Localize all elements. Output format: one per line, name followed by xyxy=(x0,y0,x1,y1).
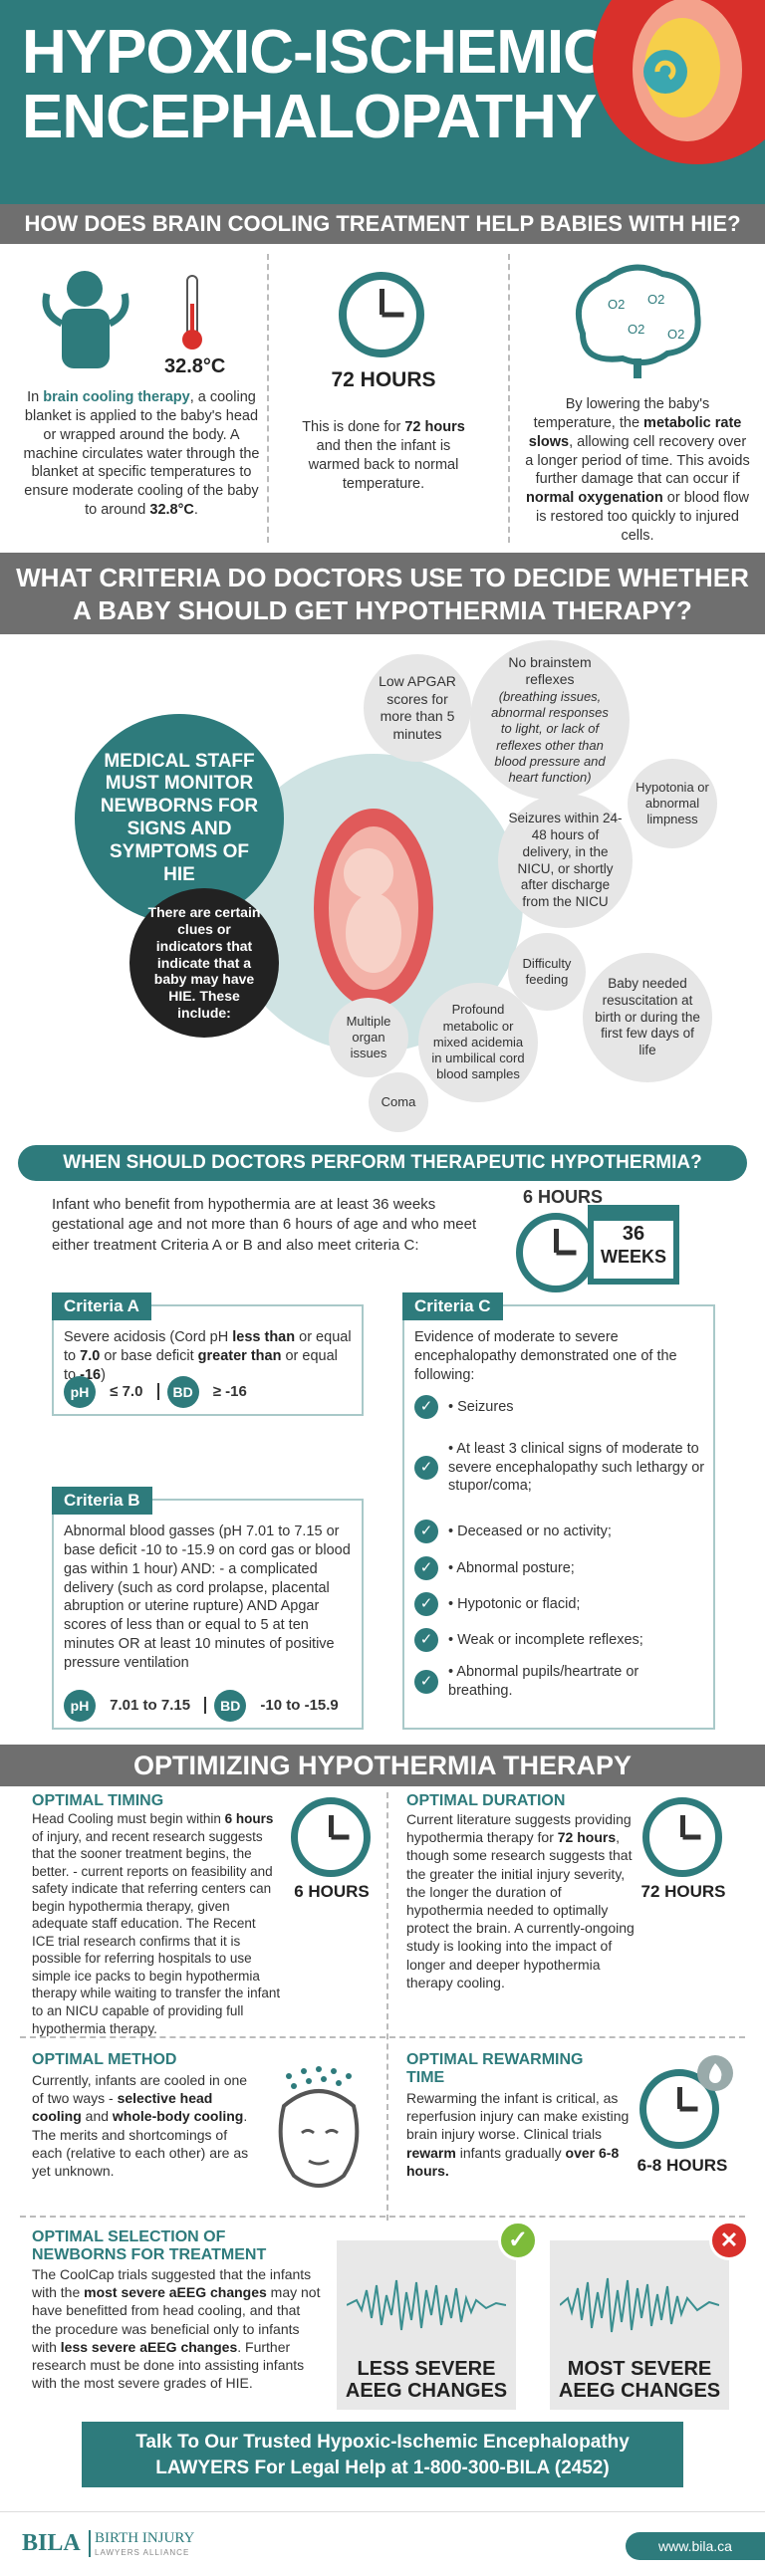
list-item: ✓• Weak or incomplete reflexes; xyxy=(414,1622,705,1658)
metabolism-description: By lowering the baby's temperature, the … xyxy=(525,396,750,544)
clock-icon xyxy=(339,272,424,357)
optimal-selection-text: The CoolCap trials suggested that the in… xyxy=(32,2266,321,2392)
cooling-description: In brain cooling therapy, a cooling blan… xyxy=(23,389,260,519)
symptom-metabolic-acidemia: Profound metabolic or mixed acidemia in … xyxy=(418,983,538,1102)
criteria-b-values: pH 7.01 to 7.15 BD -10 to -15.9 xyxy=(64,1690,339,1722)
logo-text: BIRTH INJURY xyxy=(95,2530,195,2546)
list-item: ✓• Hypotonic or flacid; xyxy=(414,1586,705,1622)
check-icon: ✓ xyxy=(414,1628,438,1652)
divider xyxy=(508,254,510,543)
brain-oxygen-icon: O2 O2 O2 O2 xyxy=(576,264,701,378)
page-title: HYPOXIC-ISCHEMIC ENCEPHALOPATHY xyxy=(22,18,608,152)
monitor-title: MEDICAL STAFF MUST MONITOR NEWBORNS FOR … xyxy=(75,714,284,923)
when-heading: WHEN SHOULD DOCTORS PERFORM THERAPEUTIC … xyxy=(18,1145,747,1181)
brain-cooling-section: 32.8°C In brain cooling therapy, a cooli… xyxy=(0,244,765,553)
symptom-seizures: Seizures within 24-48 hours of delivery,… xyxy=(498,794,633,928)
monitor-subtitle: There are certain clues or indicators th… xyxy=(129,888,279,1038)
check-icon: ✓ xyxy=(414,1592,438,1616)
duration-description: This is done for 72 hours and then the i… xyxy=(302,419,465,492)
brain-cooling-heading: HOW DOES BRAIN COOLING TREATMENT HELP BA… xyxy=(0,204,765,244)
criteria-a-title: Criteria A xyxy=(52,1292,151,1320)
six-hours-label: 6 HOURS xyxy=(523,1187,604,1207)
symptom-low-apgar: Low APGAR scores for more than 5 minutes xyxy=(364,654,471,762)
fetus-icon xyxy=(314,809,433,1008)
calendar-icon: 36 WEEKS xyxy=(588,1205,679,1285)
list-item: ✓• Seizures xyxy=(414,1391,705,1423)
clock-icon xyxy=(516,1213,596,1292)
svg-text:O2: O2 xyxy=(667,327,684,342)
check-icon: ✓ xyxy=(414,1556,438,1580)
check-icon: ✓ xyxy=(498,2221,538,2260)
flame-icon xyxy=(697,2055,733,2091)
optimal-method-heading: OPTIMAL METHOD xyxy=(32,2051,177,2068)
criteria-b-title: Criteria B xyxy=(52,1487,152,1515)
criteria-a-box: Severe acidosis (Cord pH less than or eq… xyxy=(52,1304,364,1416)
list-item: ✓• Deceased or no activity; xyxy=(414,1513,705,1550)
aeeg-wave-icon xyxy=(560,2277,719,2333)
optimal-timing-heading: OPTIMAL TIMING xyxy=(32,1792,164,1809)
when-intro: Infant who benefit from hypothermia are … xyxy=(52,1196,477,1254)
symptom-resuscitation: Baby needed resuscitation at birth or du… xyxy=(583,953,712,1082)
optimal-rewarming-text: Rewarming the infant is critical, as rep… xyxy=(406,2090,630,2179)
website-link[interactable]: www.bila.ca xyxy=(626,2532,765,2560)
criteria-heading: WHAT CRITERIA DO DOCTORS USE TO DECIDE W… xyxy=(0,553,765,634)
list-item: ✓• At least 3 clinical signs of moderate… xyxy=(414,1423,705,1513)
logo-subtext: LAWYERS ALLIANCE xyxy=(95,2548,190,2557)
footer: BILA BIRTH INJURY LAWYERS ALLIANCE www.b… xyxy=(0,2511,765,2576)
symptom-difficulty-feeding: Difficulty feeding xyxy=(508,933,586,1011)
clock-icon xyxy=(642,1797,722,1877)
check-icon: ✓ xyxy=(414,1456,438,1480)
divider xyxy=(20,2036,745,2038)
baby-cooling-blanket-icon xyxy=(42,271,129,368)
symptom-hypotonia: Hypotonia or abnormal limpness xyxy=(628,759,717,848)
svg-text:O2: O2 xyxy=(608,297,625,312)
symptoms-section: MEDICAL STAFF MUST MONITOR NEWBORNS FOR … xyxy=(0,634,765,1132)
header: HYPOXIC-ISCHEMIC ENCEPHALOPATHY xyxy=(0,0,765,204)
rewarm-clock-label: 6-8 HOURS xyxy=(637,2156,728,2175)
optimal-selection-heading: OPTIMAL SELECTION OF NEWBORNS FOR TREATM… xyxy=(32,2228,267,2264)
optimal-timing-text: Head Cooling must begin within 6 hours o… xyxy=(32,1811,281,2036)
divider xyxy=(267,254,269,543)
less-severe-aeeg-card: LESS SEVERE AEEG CHANGES xyxy=(337,2240,516,2410)
aeeg-wave-icon xyxy=(347,2279,506,2331)
contact-lawyers-banner[interactable]: Talk To Our Trusted Hypoxic-Ischemic Enc… xyxy=(82,2422,683,2487)
divider xyxy=(386,1792,388,2221)
symptom-no-brainstem-reflexes: No brainstem reflexes (breathing issues,… xyxy=(470,640,630,800)
svg-text:O2: O2 xyxy=(628,322,644,337)
clock-icon xyxy=(291,1797,371,1877)
thermometer-icon xyxy=(182,275,202,350)
head-cooling-icon xyxy=(278,2066,360,2188)
symptom-coma: Coma xyxy=(369,1072,428,1132)
symptom-multiple-organ-issues: Multiple organ issues xyxy=(329,998,408,1077)
optimal-method-text: Currently, infants are cooled in one of … xyxy=(32,2072,249,2179)
criteria-c-box: Evidence of moderate to severe encephalo… xyxy=(402,1304,715,1730)
hours-label: 72 HOURS xyxy=(331,368,436,391)
list-item: ✓• Abnormal posture; xyxy=(414,1550,705,1586)
svg-text:O2: O2 xyxy=(647,292,664,307)
check-icon: ✓ xyxy=(414,1395,438,1419)
divider xyxy=(20,2216,745,2218)
duration-clock-label: 72 HOURS xyxy=(640,1882,726,1901)
criteria-a-values: pH ≤ 7.0 BD ≥ -16 xyxy=(64,1376,247,1408)
cross-icon: ✕ xyxy=(709,2221,749,2260)
criteria-b-box: Abnormal blood gasses (pH 7.01 to 7.15 o… xyxy=(52,1499,364,1730)
fetus-in-womb-icon xyxy=(593,0,765,164)
temp-label: 32.8°C xyxy=(164,355,226,377)
criteria-c-title: Criteria C xyxy=(402,1292,503,1320)
optimal-duration-text: Current literature suggests providing hy… xyxy=(406,1811,635,1991)
timing-clock-label: 6 HOURS xyxy=(294,1882,370,1901)
optimal-rewarming-heading: OPTIMAL REWARMING TIME xyxy=(406,2051,584,2087)
bila-logo: BILA xyxy=(22,2530,91,2557)
check-icon: ✓ xyxy=(414,1670,438,1694)
check-icon: ✓ xyxy=(414,1520,438,1543)
list-item: ✓• Abnormal pupils/heartrate or breathin… xyxy=(414,1658,705,1706)
optimal-duration-heading: OPTIMAL DURATION xyxy=(406,1792,566,1809)
most-severe-aeeg-card: MOST SEVERE AEEG CHANGES xyxy=(550,2240,729,2410)
criteria-c-list: ✓• Seizures ✓• At least 3 clinical signs… xyxy=(414,1391,705,1706)
optimizing-heading: OPTIMIZING HYPOTHERMIA THERAPY xyxy=(0,1745,765,1786)
